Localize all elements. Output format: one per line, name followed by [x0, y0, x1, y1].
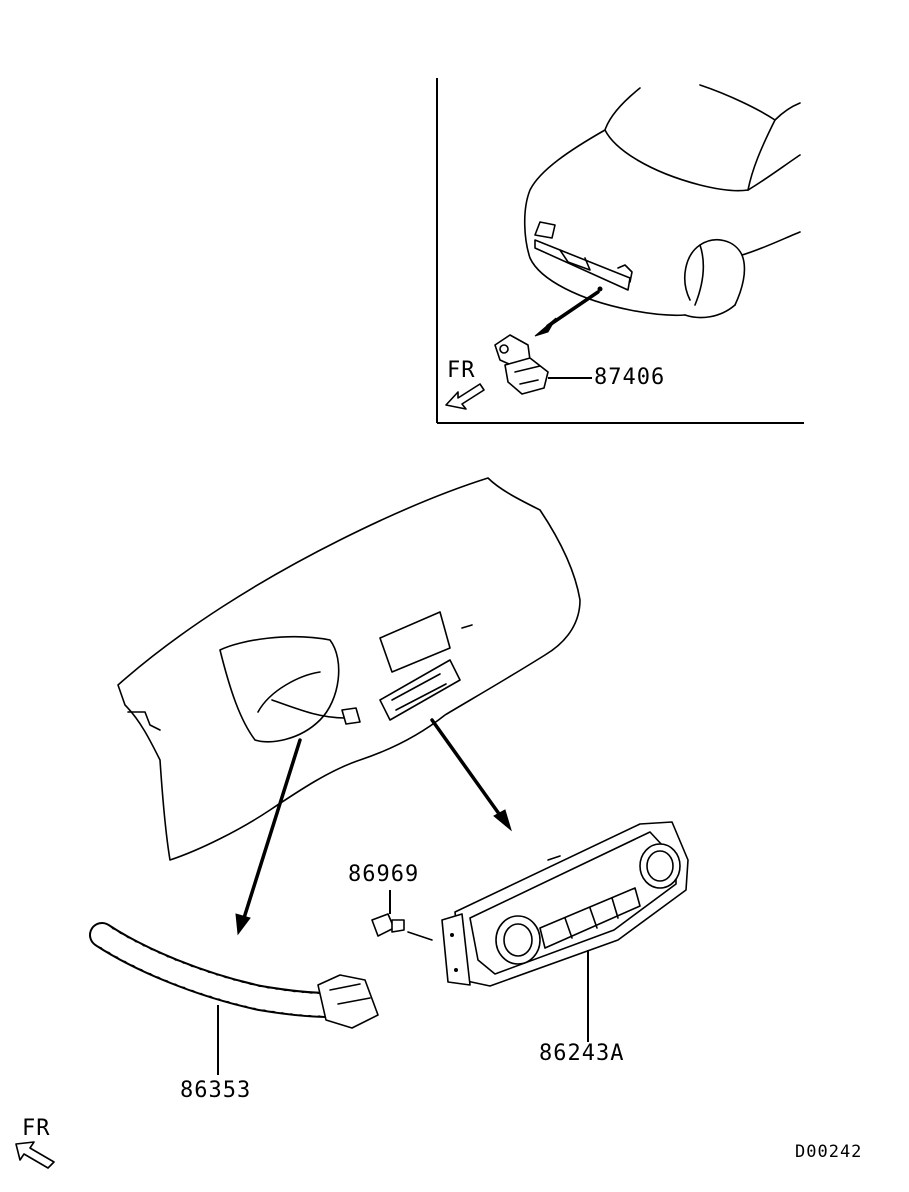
wiring-harness-illustration: [89, 922, 379, 1075]
main-fr-arrow-icon: [15, 1141, 55, 1169]
part-number-86243a: 86243A: [539, 1041, 625, 1066]
dashboard-illustration: [117, 477, 581, 936]
heater-control-unit-illustration: [441, 821, 689, 1042]
part-number-86969: 86969: [348, 862, 420, 887]
main-fr-label: FR: [22, 1116, 51, 1141]
part-number-86353: 86353: [180, 1078, 252, 1103]
inset-frame: [436, 78, 804, 424]
inset-fr-label: FR: [447, 358, 476, 383]
clip-illustration: [371, 890, 433, 941]
inset-fr-arrow-icon: [445, 383, 485, 410]
part-number-87406: 87406: [594, 365, 666, 390]
car-front-illustration: [523, 84, 801, 337]
drawing-code: D00242: [795, 1142, 863, 1162]
ambient-sensor-illustration: [494, 334, 592, 395]
